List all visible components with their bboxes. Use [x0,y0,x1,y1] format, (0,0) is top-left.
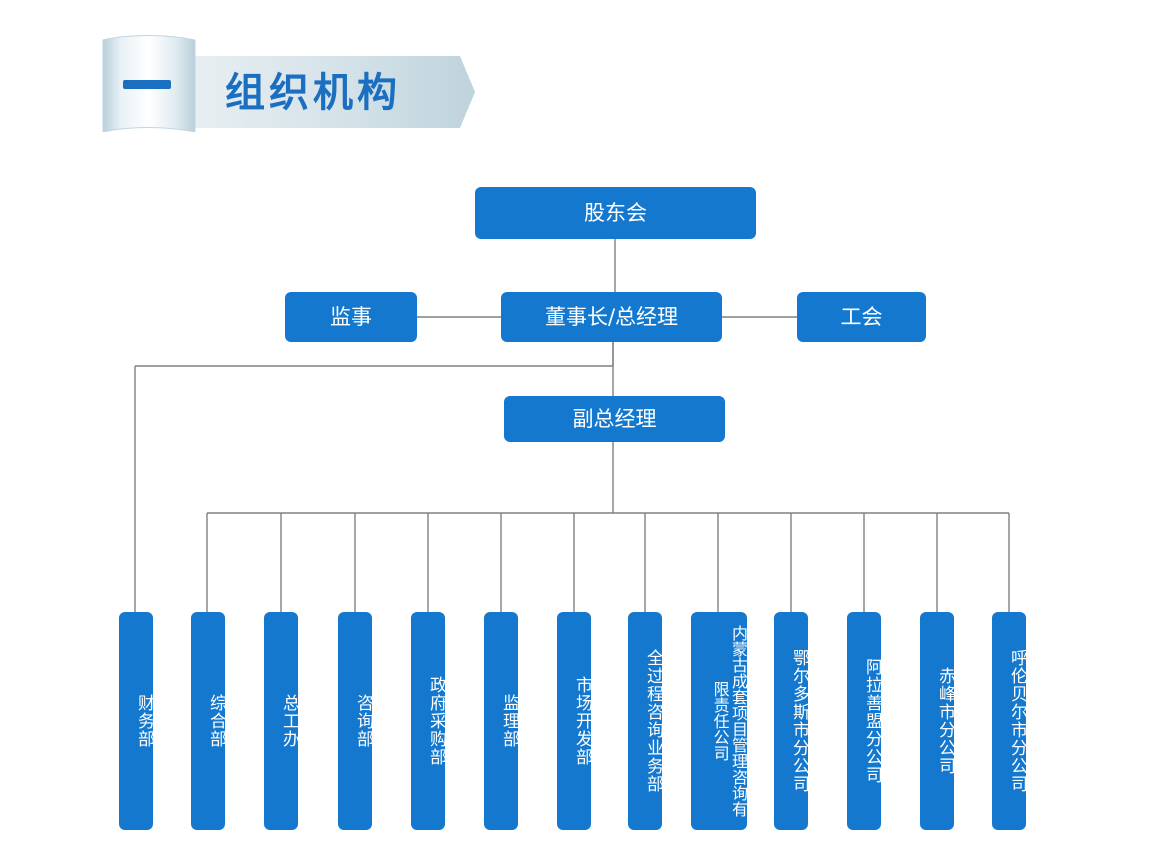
org-node-label: 咨询部 [353,694,373,748]
org-node-label: 鄂尔多斯市分公司 [789,649,809,793]
org-node-label: 赤峰市分公司 [935,667,955,775]
org-node-deputy-gm[interactable]: 副总经理 [504,396,725,442]
org-node-label: 总工办 [279,694,299,748]
org-node-chief-engineer-office[interactable]: 总工办 [264,612,299,830]
org-node-label: 阿拉善盟分公司 [862,658,882,784]
org-node-label: 财务部 [134,694,154,748]
org-node-label: 市场开发部 [572,676,592,766]
org-node-shareholders[interactable]: 股东会 [475,187,756,239]
org-node-neimenggu-project-management-consulting-co[interactable]: 内蒙古成套项目管理咨询有限责任公司 [691,612,748,830]
org-node-label: 内蒙古成套项目管理咨询有限责任公司 [710,625,748,817]
org-node-label: 监理部 [499,694,519,748]
org-node-label: 全过程咨询业务部 [643,649,663,793]
org-node-finance-dept[interactable]: 财务部 [119,612,154,830]
org-node-hulunbuir-branch[interactable]: 呼伦贝尔市分公司 [992,612,1027,830]
org-node-label: 呼伦贝尔市分公司 [1007,649,1027,793]
org-node-supervisor[interactable]: 监事 [285,292,417,342]
org-node-ordos-branch[interactable]: 鄂尔多斯市分公司 [774,612,809,830]
org-node-supervision-dept[interactable]: 监理部 [484,612,519,830]
org-node-alxa-league-branch[interactable]: 阿拉善盟分公司 [847,612,882,830]
org-node-general-dept[interactable]: 综合部 [191,612,226,830]
section-banner: 组织机构 [95,34,475,132]
org-node-label: 董事长/总经理 [544,304,679,329]
org-node-label: 政府采购部 [426,676,446,766]
org-node-chifeng-branch[interactable]: 赤峰市分公司 [920,612,955,830]
org-node-label: 综合部 [206,694,226,748]
org-node-label: 副总经理 [572,406,657,431]
org-node-market-development-dept[interactable]: 市场开发部 [557,612,592,830]
org-node-whole-process-consulting-dept[interactable]: 全过程咨询业务部 [628,612,663,830]
page-title: 组织机构 [225,70,401,116]
org-node-label: 工会 [840,304,883,329]
org-node-union[interactable]: 工会 [797,292,926,342]
org-node-label: 监事 [330,304,372,329]
org-node-consulting-dept[interactable]: 咨询部 [338,612,373,830]
org-node-government-procurement-dept[interactable]: 政府采购部 [411,612,446,830]
bookmark-ribbon-icon [102,35,475,132]
org-node-chairman[interactable]: 董事长/总经理 [501,292,722,342]
org-node-label: 股东会 [584,200,647,225]
